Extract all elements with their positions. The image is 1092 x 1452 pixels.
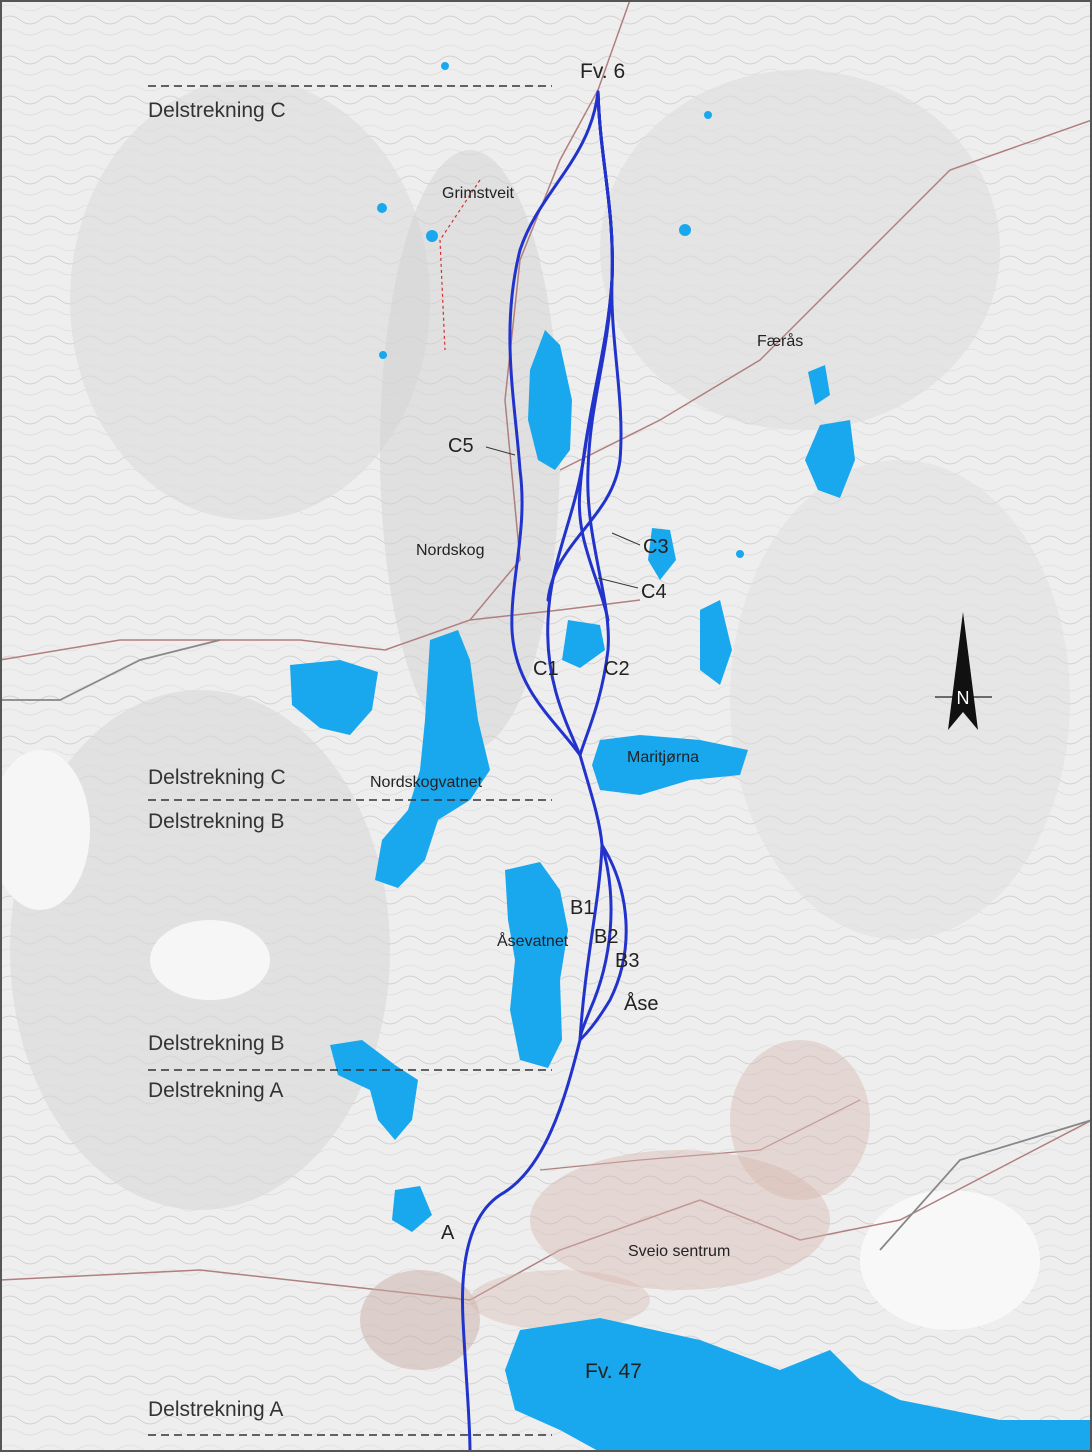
water-bodies [290, 62, 1092, 1452]
label-delstrekning-a-south: Delstrekning A [148, 1398, 283, 1421]
maritjorna-lake [592, 735, 748, 795]
alt-label-c1: C1 [533, 658, 559, 680]
alt-label-c4: C4 [641, 581, 667, 603]
route-b2-line [578, 843, 613, 1042]
north-arrow-icon [948, 612, 978, 730]
route-c5-line [508, 90, 600, 757]
alt-label-b1: B1 [570, 897, 594, 919]
route-b-trunk [578, 753, 604, 847]
place-faeras: Færås [757, 332, 803, 350]
alt-label-b3: B3 [615, 950, 639, 972]
lake-west-delstrekning-a [330, 1040, 418, 1140]
alt-label-a: A [441, 1222, 455, 1244]
place-maritjorna: Maritjørna [627, 749, 699, 766]
lake-faeras [805, 420, 855, 498]
route-a-line [461, 1038, 582, 1452]
section-labels: Delstrekning C Delstrekning C Delstrekni… [148, 99, 286, 1421]
alt-label-b2: B2 [594, 926, 618, 948]
place-grimstveit: Grimstveit [442, 185, 515, 202]
lake-c1-c2 [562, 620, 605, 668]
route-c4-line [577, 90, 614, 622]
label-delstrekning-b-south: Delstrekning B [148, 1032, 285, 1055]
label-delstrekning-c-south: Delstrekning C [148, 766, 286, 789]
label-delstrekning-c-north: Delstrekning C [148, 99, 286, 122]
alt-label-c2: C2 [604, 658, 630, 680]
alt-label-c5: C5 [448, 435, 474, 457]
route-alternatives [461, 90, 628, 1452]
road-label-fv6: Fv. 6 [580, 60, 625, 83]
alt-label-c3: C3 [643, 536, 669, 558]
place-ase: Åse [624, 992, 658, 1015]
place-labels: Grimstveit Færås Nordskog Nordskogvatnet… [370, 185, 803, 1260]
built-up-areas [360, 1040, 870, 1370]
north-arrow: N [935, 612, 992, 730]
lake-near-a [392, 1186, 432, 1232]
lake-east-c2 [700, 600, 732, 685]
route-b1-line [578, 843, 604, 1042]
route-b3-line [578, 843, 628, 1042]
place-nordskogvatnet: Nordskogvatnet [370, 774, 483, 791]
place-nordskog: Nordskog [416, 542, 484, 559]
label-delstrekning-b-north: Delstrekning B [148, 810, 285, 833]
nordskogvatnet-lake [375, 630, 490, 888]
road-label-fv47: Fv. 47 [585, 1360, 642, 1383]
lake-faeras-north [808, 365, 830, 405]
alternative-labels: C5 C3 C4 C1 C2 B1 B2 B3 A [441, 435, 669, 1244]
north-arrow-label: N [957, 688, 970, 708]
place-asevatnet: Åsevatnet [497, 931, 569, 950]
section-dividers [148, 85, 552, 1436]
fjord-fv47 [505, 1318, 1092, 1452]
place-sveio-sentrum: Sveio sentrum [628, 1243, 730, 1260]
lake-c3 [648, 528, 676, 580]
lake-north-c5 [528, 330, 572, 470]
lake-west-nordskog [290, 660, 378, 735]
asevatnet-lake [505, 862, 568, 1068]
label-delstrekning-a-north: Delstrekning A [148, 1079, 283, 1102]
road-network [0, 0, 1092, 1301]
road-labels: Fv. 6 Fv. 47 [580, 60, 642, 1383]
